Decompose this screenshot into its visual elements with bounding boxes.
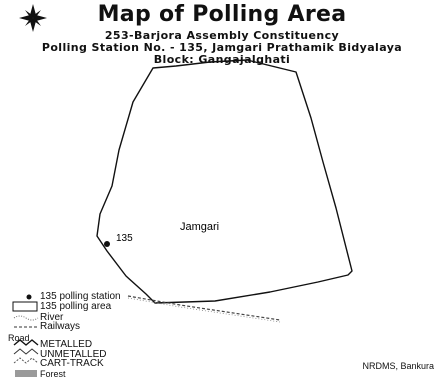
legend-metalled-label: METALLED	[40, 339, 93, 350]
legend-cart-track-symbol	[13, 357, 39, 364]
legend-forest-label: Forest	[40, 369, 66, 379]
legend-station-symbol	[26, 294, 32, 300]
legend-unmetalled-label: UNMETALLED	[40, 349, 107, 360]
polling-station-marker	[104, 241, 110, 247]
constituency-label: 253-Barjora Assembly Constituency	[104, 29, 340, 42]
legend-river-label: River	[40, 312, 64, 323]
legend-forest-symbol	[15, 370, 37, 377]
legend-metalled-symbol	[13, 339, 39, 346]
legend-unmetalled-symbol	[13, 348, 39, 355]
legend-symbols	[12, 294, 39, 377]
polling-station-label: Polling Station No. - 135, Jamgari Prath…	[41, 41, 403, 54]
legend-cart-track-label: CART-TRACK	[40, 358, 104, 369]
polling-station-number: 135	[116, 233, 133, 244]
credit-label: NRDMS, Bankura	[362, 361, 434, 371]
legend-area-symbol	[12, 301, 38, 312]
legend-area-label: 135 polling area	[40, 301, 112, 312]
legend-river-symbol	[13, 315, 39, 321]
railway-line	[127, 295, 281, 321]
map-title: Map of Polling Area	[97, 2, 347, 27]
north-arrow-compass-icon	[19, 4, 47, 32]
area-label: Jamgari	[180, 221, 219, 233]
block-label: Block: Gangajalghati	[153, 53, 291, 66]
legend-station-label: 135 polling station	[40, 291, 121, 302]
legend-road-heading: Road	[8, 333, 30, 343]
polling-area-boundary	[96, 59, 353, 304]
legend-railways-label: Railways	[40, 321, 81, 332]
